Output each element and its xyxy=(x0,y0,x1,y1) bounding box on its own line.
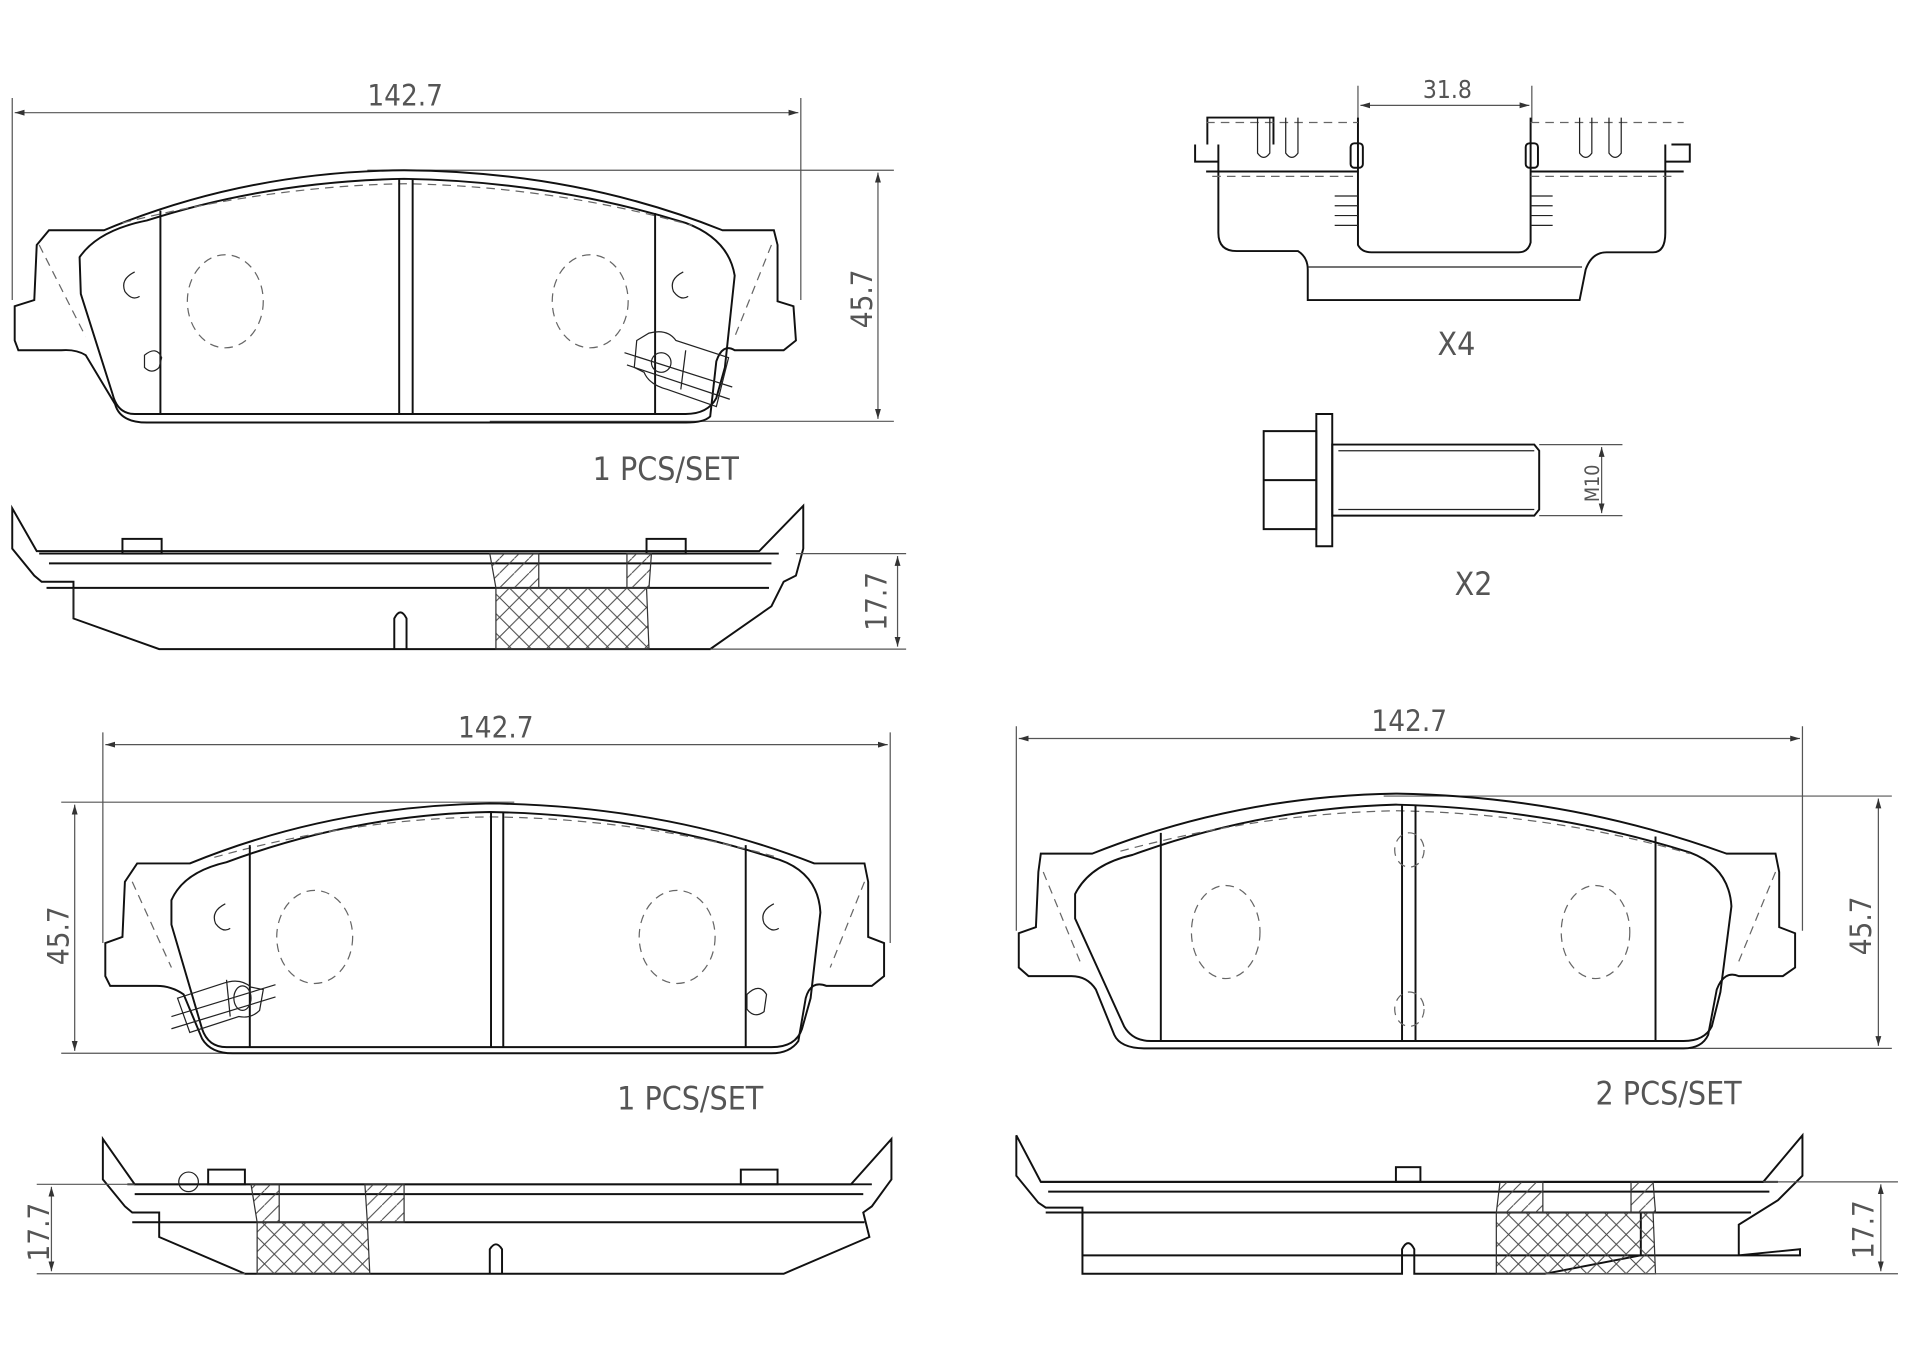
pad-c-height-label: 45.7 xyxy=(1844,896,1878,955)
bolt-quantity-label: X2 xyxy=(1455,565,1493,603)
pad-a-front-view: 142.7 45.7 1 PCS xyxy=(11,78,894,488)
pad-b-height-label: 45.7 xyxy=(42,906,76,965)
pad-b-thickness-label: 17.7 xyxy=(22,1203,56,1262)
pad-c-front-view: 142.7 45.7 2 PCS/SET xyxy=(1015,704,1892,1113)
clip-width-label: 31.8 xyxy=(1423,75,1472,104)
clip-quantity-label: X4 xyxy=(1438,325,1476,363)
guide-bolt: M10 X2 xyxy=(1262,412,1623,603)
wear-sensor xyxy=(171,979,276,1034)
pad-b-width-label: 142.7 xyxy=(458,710,534,744)
pad-c-width-label: 142.7 xyxy=(1371,704,1447,738)
wear-sensor xyxy=(624,331,733,408)
pad-a-width-label: 142.7 xyxy=(367,78,443,112)
pad-c-side-view: 17.7 xyxy=(1015,1132,1898,1275)
pad-a-side-view: 17.7 xyxy=(11,503,907,651)
pad-b-front-view: 142.7 45.7 1 PCS/SET xyxy=(42,710,891,1118)
pad-c-quantity-label: 2 PCS/SET xyxy=(1596,1075,1743,1113)
bolt-thread-label: M10 xyxy=(1581,465,1604,503)
pad-b-quantity-label: 1 PCS/SET xyxy=(617,1080,764,1118)
pad-b-side-view: 17.7 xyxy=(22,1135,893,1275)
pad-a-thickness-label: 17.7 xyxy=(860,572,894,631)
pad-c-thickness-label: 17.7 xyxy=(1846,1200,1880,1259)
abutment-clip: 31.8 X4 xyxy=(1194,75,1691,363)
pad-a-height-label: 45.7 xyxy=(845,269,879,328)
pad-a-quantity-label: 1 PCS/SET xyxy=(593,450,740,488)
